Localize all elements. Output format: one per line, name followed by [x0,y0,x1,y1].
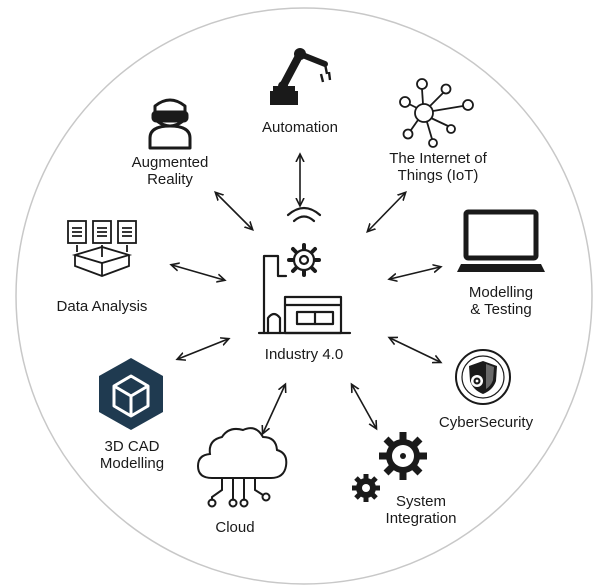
label-cybersecurity: CyberSecurity [438,414,534,431]
robot-arm-icon [270,48,332,105]
center-label: Industry 4.0 [264,346,344,363]
label-3d-cad: 3D CAD Modelling [99,438,165,472]
security-shield-icon [455,349,511,405]
smart-factory-icon [257,206,352,335]
network-nodes-icon [399,78,474,148]
label-cloud: Cloud [215,519,255,536]
gears-icon [352,432,427,502]
arrow-system-integration [352,385,376,428]
label-system-integration: System Integration [385,493,457,527]
label-modelling-testing: Modelling & Testing [468,284,534,318]
laptop-icon [457,209,545,272]
label-automation: Automation [262,119,338,136]
data-analysis-icon [67,220,137,277]
arrow-data-analysis [172,265,224,280]
arrow-modelling-testing [390,267,440,279]
arrow-cloud [263,385,285,433]
cad-cube-icon [99,358,163,430]
cloud-icon [196,427,288,508]
label-iot: The Internet of Things (IoT) [389,150,487,184]
label-augmented-reality: Augmented Reality [131,154,209,188]
arrow-3d-cad [178,339,228,359]
arrow-cybersecurity [390,338,440,362]
label-data-analysis: Data Analysis [56,298,148,315]
vr-headset-person-icon [148,98,192,150]
arrow-augmented-reality [216,193,252,229]
arrow-iot [368,193,405,231]
